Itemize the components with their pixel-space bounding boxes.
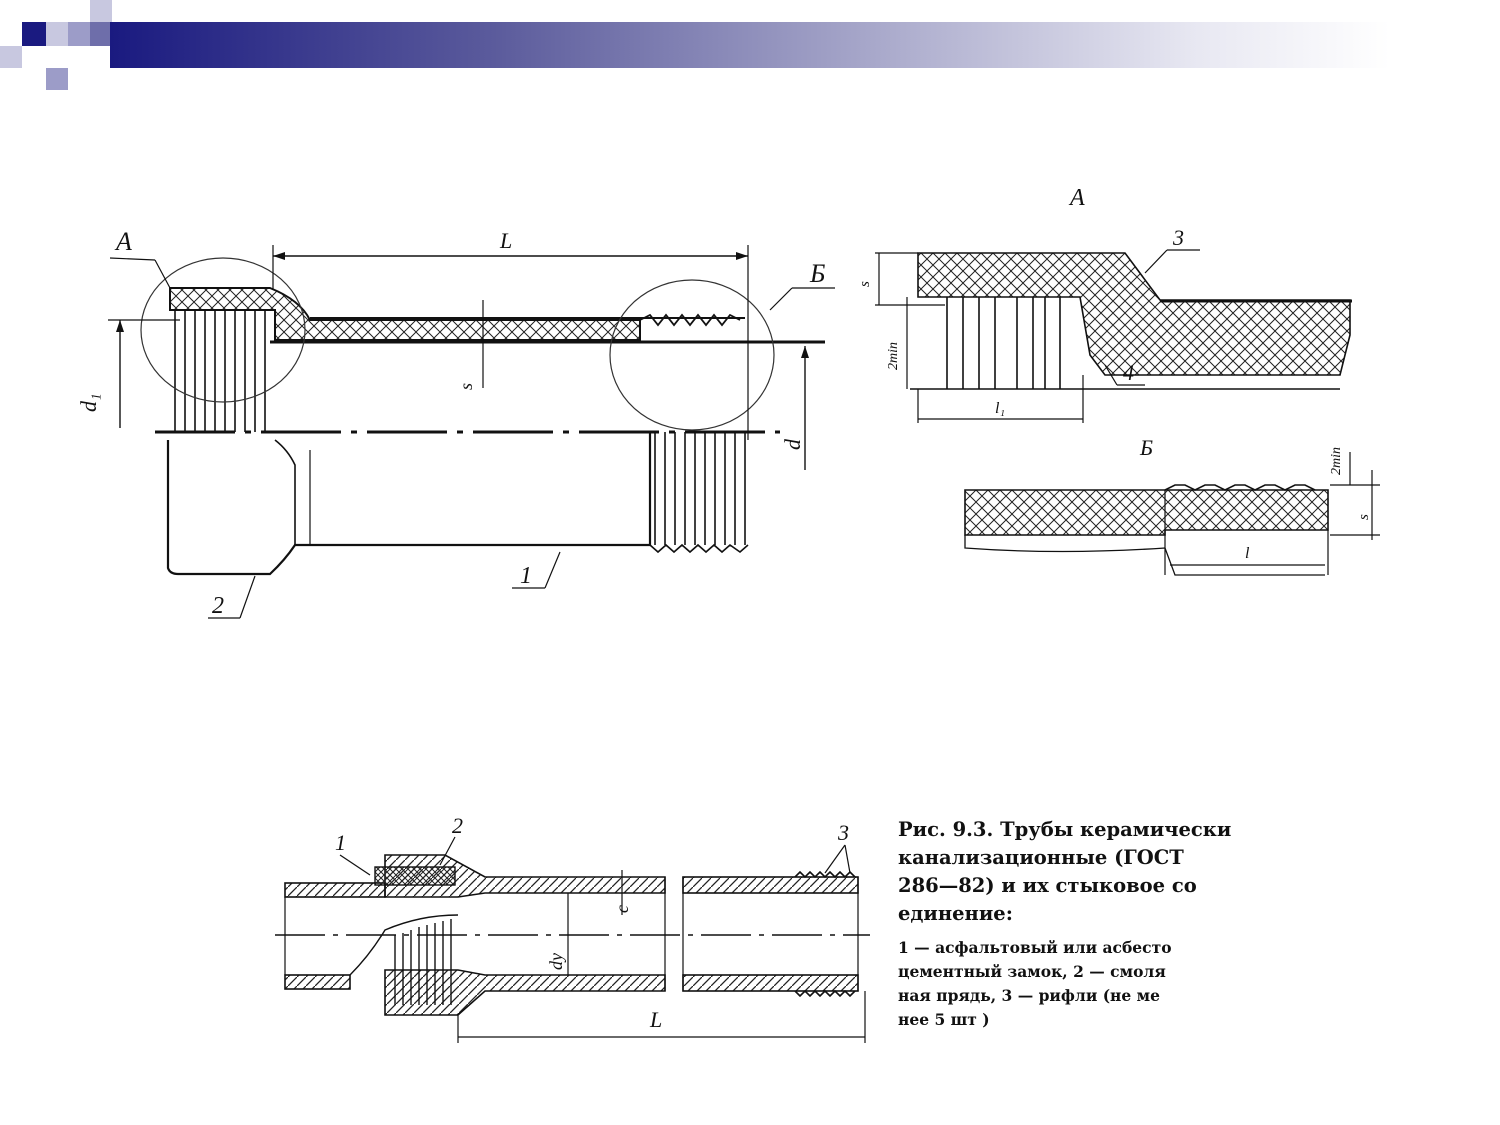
detail-b-marker: Б [809, 259, 825, 288]
pipe-main-drawing: L d₁ d s A Б 1 2 [80, 227, 835, 619]
detail-a-marker: A [114, 227, 132, 256]
joint-part-3-label: 3 [837, 820, 849, 845]
header-square-light [46, 22, 68, 46]
part-2-label: 2 [212, 593, 224, 619]
caption-legend-line: 1 — асфальтовый или асбесто [898, 938, 1172, 957]
caption-title-line: канализационные (ГОСТ [898, 846, 1184, 869]
detail-a-length-label: l₁ [995, 400, 1005, 417]
slide-header-decoration [0, 0, 1500, 100]
figure-caption: Рис. 9.3. Трубы керамически канализацион… [898, 816, 1243, 1032]
detail-b-wall-label: s [1356, 514, 1372, 520]
caption-legend-line: цементный замок, 2 — смоля [898, 962, 1166, 981]
pipe-joint-drawing: dy c L 1 2 3 [275, 815, 870, 1043]
detail-a-title: A [1068, 185, 1085, 211]
joint-length-label: L [649, 1007, 662, 1032]
header-square-light-top [90, 0, 112, 22]
wall-label: s [456, 383, 476, 390]
header-square-dark [22, 22, 46, 46]
joint-gap-label: c [612, 905, 632, 913]
caption-legend-line: ная прядь, 3 — рифли (не ме [898, 986, 1160, 1005]
header-square-mid-right [90, 22, 110, 46]
header-gradient-band [110, 22, 1390, 68]
caption-legend: 1 — асфальтовый или асбесто цементный за… [898, 936, 1243, 1032]
detail-a-part-4-label: 4 [1123, 360, 1134, 385]
length-label: L [499, 228, 512, 253]
joint-diameter-label: dy [546, 953, 566, 970]
caption-title-line: Рис. 9.3. Трубы керамически [898, 818, 1232, 841]
detail-b-drawing: Б l 2min s [964, 435, 1380, 576]
detail-a-wall-label: s [857, 281, 873, 287]
joint-part-1-label: 1 [335, 830, 346, 855]
part-1-label: 1 [520, 563, 532, 589]
detail-a-min-label: 2min [886, 342, 901, 370]
diameter-label: d [780, 438, 805, 450]
detail-a-drawing: A s 2min l₁ 3 4 [857, 185, 1352, 423]
detail-a-part-3-label: 3 [1172, 225, 1184, 250]
joint-part-2-label: 2 [452, 815, 463, 838]
caption-title: Рис. 9.3. Трубы керамически канализацион… [898, 816, 1243, 928]
header-square-mid [68, 22, 90, 46]
header-square-light-left [0, 46, 22, 68]
detail-b-min-label: 2min [1329, 447, 1344, 475]
detail-b-length-label: l [1245, 545, 1250, 562]
caption-title-line: единение: [898, 902, 1013, 925]
caption-legend-line: нее 5 шт ) [898, 1010, 990, 1029]
socket-diameter-label: d₁ [80, 393, 101, 412]
caption-title-line: 286—82) и их стыковое со [898, 874, 1197, 897]
detail-b-title: Б [1139, 435, 1153, 460]
header-square-mid-bottom [46, 68, 68, 90]
